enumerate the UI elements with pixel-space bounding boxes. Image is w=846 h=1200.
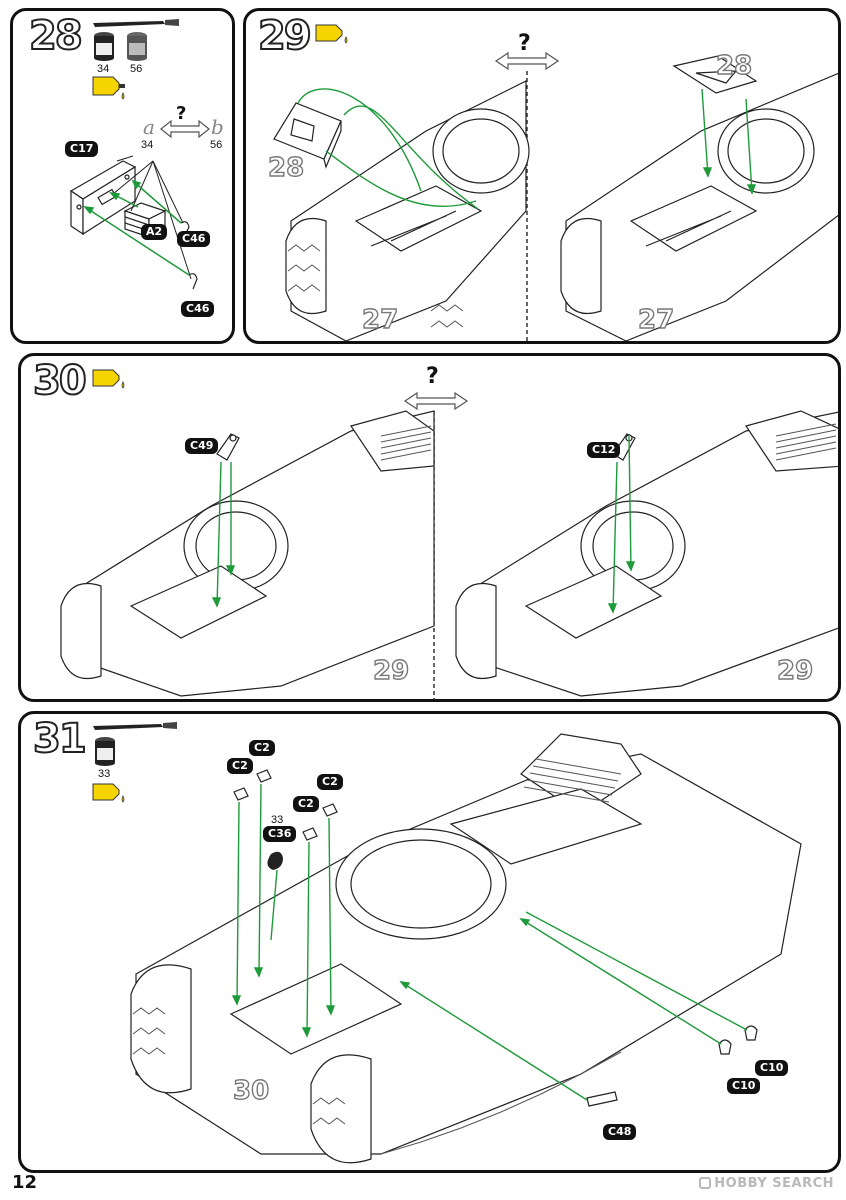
step-number: 29	[257, 12, 313, 60]
grille-drawing	[775, 423, 837, 461]
paint-code: 56	[130, 63, 143, 75]
hull-drawing	[130, 733, 802, 1164]
part-tag-c12: C12	[587, 442, 621, 458]
paint-pot-icon	[94, 32, 114, 61]
sub-assembly-ref: 28	[267, 152, 305, 183]
option-b-paint: 56	[210, 139, 223, 151]
bracket-part	[69, 160, 137, 236]
sub-assembly-ref: 28	[715, 50, 753, 81]
part-tag-c2: C2	[227, 758, 253, 774]
watermark-text: HOBBY SEARCH	[714, 1176, 834, 1191]
part-tag-c48: C48	[603, 1124, 637, 1140]
question-mark: ?	[518, 31, 531, 56]
plate-part	[586, 1091, 618, 1107]
step-30-diagram	[60, 369, 838, 699]
paint-code: 33	[98, 768, 111, 780]
guide-lines	[607, 435, 636, 614]
guide-lines	[83, 179, 190, 276]
glue-tube-icon	[315, 24, 348, 44]
question-mark: ?	[176, 103, 187, 124]
hatch-part	[672, 55, 758, 94]
brush-icon	[93, 722, 177, 730]
part-tag-c2: C2	[249, 740, 275, 756]
lever-part	[216, 433, 240, 461]
part-tag-c2: C2	[317, 774, 343, 790]
step-number: 31	[32, 715, 88, 763]
step-31-diagram	[92, 722, 802, 1164]
swap-arrow-icon	[403, 391, 469, 411]
base-assembly-ref: 27	[361, 304, 399, 335]
part-tag-c46: C46	[181, 301, 215, 317]
base-assembly-ref: 30	[232, 1075, 270, 1106]
glue-tube-icon	[92, 369, 125, 389]
paint-pot-icon	[95, 737, 115, 766]
watermark: HOBBY SEARCH	[699, 1176, 834, 1191]
page-number: 12	[12, 1172, 38, 1193]
cap-part	[718, 1025, 758, 1055]
glue-tube-icon	[92, 76, 125, 100]
base-assembly-ref: 27	[637, 304, 675, 335]
hull-drawing	[560, 72, 838, 341]
base-assembly-ref: 29	[776, 655, 814, 686]
glue-tube-icon	[92, 783, 125, 803]
swap-arrow-icon	[494, 51, 560, 71]
brush-icon	[93, 19, 179, 27]
guide-lines	[211, 461, 236, 608]
part-tag-c49: C49	[185, 438, 219, 454]
part-tag-c17: C17	[65, 141, 99, 157]
part-tag-c10: C10	[727, 1078, 761, 1094]
step-31-panel: 31	[18, 711, 841, 1173]
step-number: 28	[28, 12, 84, 60]
step-29-diagram	[273, 24, 838, 341]
hull-drawing	[455, 410, 838, 697]
hinge-part	[233, 769, 338, 841]
guide-lines	[701, 88, 757, 195]
part-tag-c36: C36	[263, 826, 297, 842]
step-number: 30	[32, 357, 88, 405]
part-tag-c46: C46	[177, 231, 211, 247]
paint-code: 34	[97, 63, 110, 75]
part-tag-a2: A2	[141, 224, 168, 240]
option-a-label: a	[143, 115, 155, 139]
base-assembly-ref: 29	[372, 655, 410, 686]
question-mark: ?	[426, 364, 439, 389]
grille-drawing	[523, 758, 622, 803]
track-drawing	[287, 244, 464, 328]
handle-part	[267, 851, 283, 870]
leader-lines	[112, 155, 192, 280]
part-tag-c2: C2	[293, 796, 319, 812]
step-29-panel: 29	[243, 8, 841, 344]
hobby-search-logo-icon	[699, 1177, 712, 1189]
hull-drawing	[60, 410, 435, 697]
step-28-panel: 28	[10, 8, 235, 344]
guide-lines	[231, 783, 748, 1101]
pin-part	[188, 273, 198, 290]
part-tag-c10: C10	[755, 1060, 789, 1076]
paint-pot-icon	[127, 32, 147, 61]
swap-arrow-icon	[160, 119, 210, 139]
grille-drawing	[380, 425, 432, 461]
option-b-label: b	[211, 115, 224, 139]
option-a-paint: 34	[141, 139, 154, 151]
guide-lines	[297, 88, 479, 210]
hull-drawing	[285, 80, 530, 341]
step-28-diagram	[69, 19, 210, 290]
hatch-part	[273, 102, 342, 169]
step-30-panel: 30	[18, 353, 841, 702]
paint-code: 33	[271, 814, 284, 826]
track-drawing	[132, 1007, 622, 1155]
